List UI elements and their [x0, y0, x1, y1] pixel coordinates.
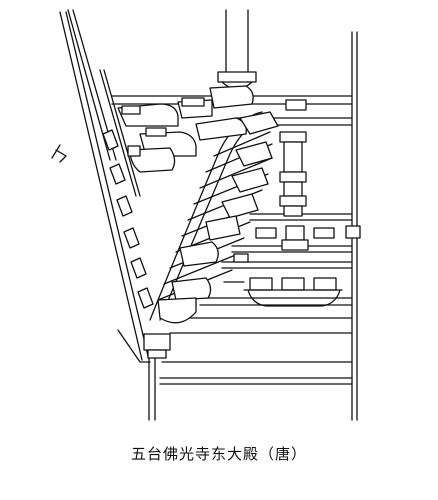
bracket-arms [118, 86, 278, 323]
top-post [218, 10, 256, 89]
bottom-cap-block [144, 334, 170, 358]
vertical-bracket-stack [280, 132, 308, 250]
lower-beams [160, 214, 352, 384]
rafter-ends [103, 130, 153, 308]
lower-bracket [224, 278, 342, 306]
bracket-set-drawing [0, 0, 438, 440]
figure-caption: 五台佛光寺东大殿（唐） [130, 445, 307, 463]
small-blocks-upper [122, 98, 306, 156]
eave-rafters [52, 10, 150, 362]
small-blocks-middle [234, 226, 360, 262]
lower-column [149, 358, 155, 420]
